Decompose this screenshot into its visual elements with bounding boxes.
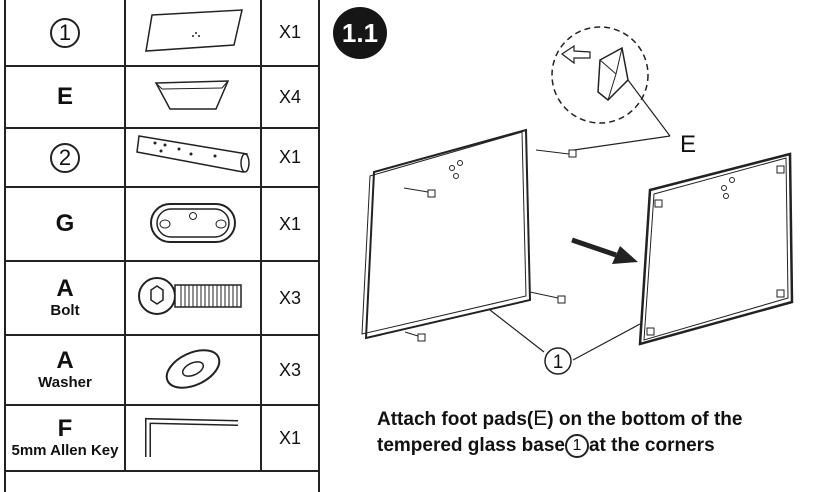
callout-1-circle bbox=[544, 347, 572, 375]
callout-1-label: 1 bbox=[553, 352, 564, 373]
tube-pole-icon bbox=[124, 127, 262, 188]
instruction-part: at the corners bbox=[588, 435, 715, 456]
part-id: E bbox=[56, 83, 73, 110]
assembly-diagram: E 1 bbox=[361, 26, 794, 375]
callout-e-label: E bbox=[680, 131, 696, 158]
part-row-5: A Bolt X3 bbox=[4, 260, 320, 336]
part-qty: X1 bbox=[260, 404, 320, 472]
tempered-glass-base-icon bbox=[124, 0, 262, 67]
part-id: F bbox=[57, 415, 73, 442]
instruction-text: Attach foot pads(E) on the bottom of the… bbox=[377, 406, 817, 459]
glass-base-left bbox=[361, 128, 577, 342]
part-id-circle: 2 bbox=[50, 142, 80, 173]
part-id-circle: 1 bbox=[50, 17, 80, 48]
part-name: Bolt bbox=[50, 302, 80, 319]
instruction-part-circle: 1 bbox=[564, 433, 589, 458]
instruction-part: ) on the bottom of the bbox=[547, 409, 743, 430]
part-row-7: F 5mm Allen Key X1 bbox=[4, 404, 320, 472]
base-plate-icon bbox=[124, 186, 262, 262]
instruction-part: Attach foot pads( bbox=[377, 409, 534, 430]
part-qty: X3 bbox=[260, 260, 320, 336]
part-id: A bbox=[56, 275, 74, 302]
table-footer bbox=[4, 470, 320, 492]
bolt-icon bbox=[124, 260, 262, 336]
part-row-3: 2 X1 bbox=[4, 127, 320, 188]
allen-key-icon bbox=[124, 404, 262, 472]
part-qty: X1 bbox=[260, 0, 320, 67]
part-row-4: G X1 bbox=[4, 186, 320, 262]
part-qty: X1 bbox=[260, 127, 320, 188]
part-qty: X3 bbox=[260, 334, 320, 406]
part-id: G bbox=[55, 210, 75, 237]
part-row-6: A Washer X3 bbox=[4, 334, 320, 406]
foot-pad-icon bbox=[124, 65, 262, 129]
step-badge: 1.1 bbox=[333, 7, 387, 59]
washer-icon bbox=[124, 334, 262, 406]
foot-pad-detail-icon bbox=[597, 46, 629, 102]
instruction-part-e: E bbox=[533, 407, 548, 430]
part-id-cell: 1 bbox=[4, 0, 126, 67]
arrow-icon bbox=[560, 44, 591, 65]
part-name: 5mm Allen Key bbox=[11, 442, 119, 459]
part-name: Washer bbox=[38, 374, 92, 391]
part-row-1: 1 X1 bbox=[4, 0, 320, 67]
part-row-2: E X4 bbox=[4, 65, 320, 129]
part-qty: X1 bbox=[260, 186, 320, 262]
move-arrow-icon bbox=[571, 237, 638, 264]
part-id: A bbox=[56, 347, 74, 374]
part-qty: X4 bbox=[260, 65, 320, 129]
parts-table: 1 X1 E X4 2 bbox=[4, 0, 320, 472]
glass-base-right bbox=[638, 152, 794, 346]
instruction-part: tempered glass base bbox=[377, 435, 565, 456]
